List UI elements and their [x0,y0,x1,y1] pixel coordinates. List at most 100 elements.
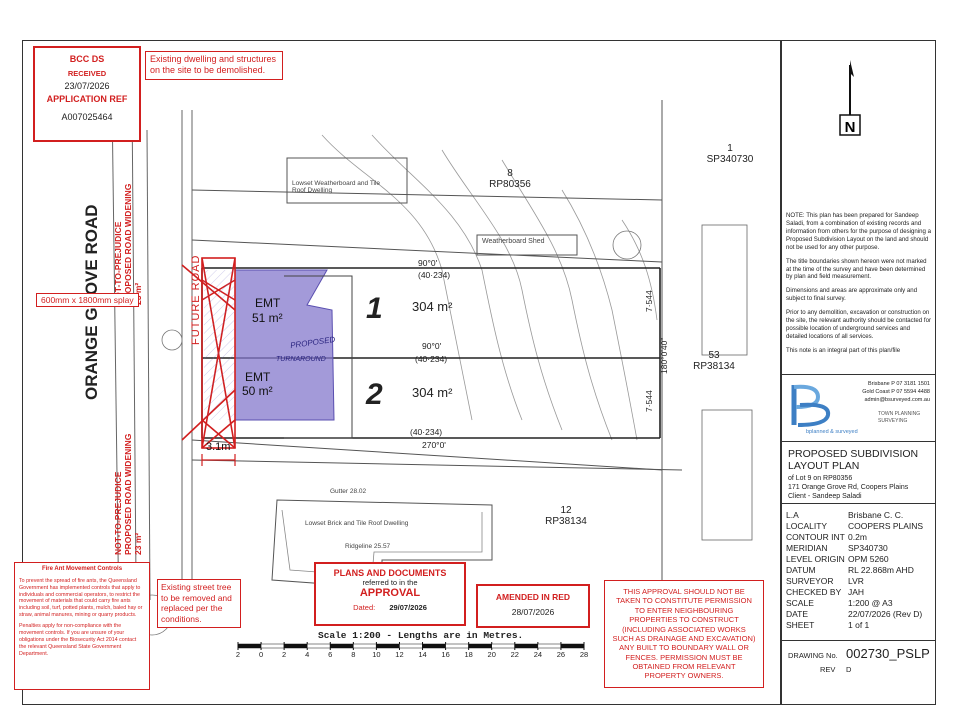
side-bearing: 180°0'40" [659,337,669,374]
note-p1: NOTE: This plan has been prepared for Sa… [786,212,931,251]
scale-tick-label: 14 [418,650,427,659]
scale-tick-label: 2 [235,650,241,659]
lot2-area: 304 m² [412,385,453,400]
dim-3-1m [201,454,236,466]
north-letter: N [845,119,856,136]
plan-sub-1: of Lot 9 on RP80356 [788,475,853,482]
note-p3: Dimensions and areas are approximate onl… [786,287,918,303]
scale-segment [306,643,331,649]
side-dist-2: 7·544 [644,390,654,412]
scale-segment [560,643,585,649]
drawing-number-block: DRAWING No. 002730_PSLP REV D [780,640,936,705]
scale-segment [491,643,516,649]
label-house-lot12: Lowset Brick and Tile Roof Dwelling [305,520,409,527]
title-block: PROPOSED SUBDIVISION LAYOUT PLAN of Lot … [780,442,936,504]
scale-tick-label: 28 [579,650,589,659]
fire-ant-p1: To prevent the spread of fire ants, the … [19,577,143,619]
label-ridgeline: Ridgeline 25.57 [345,543,391,550]
company-goldcoast: Gold Coast P 07 5594 4488 [862,388,930,395]
sheet-divider [780,40,782,705]
dist-top: (40·234) [418,270,451,280]
future-road-strip [204,270,234,420]
sheet-border [22,40,936,705]
company-email[interactable]: admin@bsurveyed.com.au [864,396,930,403]
drawing-no: 002730_PSLP [846,646,930,661]
bearing-mid: 90°0' [422,341,442,351]
plan-title-2: LAYOUT PLAN [788,460,860,473]
scale-tick-label: 6 [328,650,333,659]
emt2-label: EMT [245,370,271,384]
dist-bottom: (40·234) [410,427,443,437]
scale-tick-label: 22 [510,650,519,659]
side-dist-1: 7·544 [644,290,654,312]
emt2-area: 50 m² [242,384,273,398]
road-widening-note-top: NOT-TO-PREJUDICE PROPOSED ROAD WIDENING … [113,183,144,305]
scale-tick-label: 4 [305,650,310,659]
scale-segment [537,643,562,649]
scale-segment [237,643,262,649]
amended-date: 28/07/2026 [511,607,555,617]
plans-docs-title: PLANS AND DOCUMENTS [333,568,447,578]
plans-docs-approval: APPROVAL [359,587,421,599]
stamp-line3: APPLICATION REF [46,94,128,104]
dated-value: 29/07/2026 [389,603,427,612]
label-gutter: Gutter 28.02 [330,488,367,495]
scale-segment [399,643,423,649]
label-house-lot8: Lowset Weatherboard and Tile Roof Dwelli… [292,180,381,194]
house-lot8 [286,157,408,204]
width-3-1m: 3.1m [206,441,231,453]
rev-label: REV [820,665,836,674]
company-block: Brisbane P 07 3181 1501 Gold Coast P 07 … [780,374,936,442]
scale-tick-label: 10 [372,650,381,659]
scale-segment [260,643,285,649]
amended-stamp: AMENDED IN RED 28/07/2026 [476,584,590,628]
scale-tick-label: 26 [556,650,566,659]
house-lot12 [271,499,493,589]
notes-panel: NOTE: This plan has been prepared for Sa… [786,212,932,355]
house-lot53 [701,409,753,541]
street-tree-note: Existing street tree to be removed and r… [157,579,241,628]
company-service1: TOWN PLANNING [878,411,921,417]
note-p5: This note is an integral part of this pl… [786,346,901,354]
house-lot53b [701,224,748,356]
scale-tick-label: 20 [487,650,496,659]
lot1-area: 304 m² [412,299,453,314]
note-p4: Prior to any demolition, excavation or c… [786,309,931,340]
emt1-area: 51 m² [252,311,283,325]
company-logo-icon [791,384,831,427]
company-brisbane: Brisbane P 07 3181 1501 [868,381,930,387]
scale-tick-label: 24 [533,650,543,659]
shed-lot8 [476,234,578,256]
bearing-top: 90°0' [418,258,438,268]
scale-segment [330,643,354,649]
scale-tick-label: 0 [258,650,264,659]
scale-segment [422,643,446,649]
note-p2: The title boundaries shown hereon were n… [786,257,927,281]
stamp-line1: BCC DS [69,54,105,64]
dated-label: Dated: [353,603,376,612]
plan-title-1: PROPOSED SUBDIVISION [788,448,919,460]
bcc-received-stamp: BCC DS RECEIVED 23/07/2026 APPLICATION R… [33,46,141,142]
rev-value: D [846,665,852,674]
dist-mid: (40·234) [415,354,448,364]
scale-segment [283,643,308,649]
scale-tick-label: 16 [441,650,450,659]
approval-disclaimer: THIS APPROVAL SHOULD NOT BE TAKEN TO CON… [604,580,764,688]
fire-ant-p2: Penalties apply for non-compliance with … [19,623,137,657]
scale-segment [353,643,377,649]
plans-docs-sub: referred to in the [362,578,418,587]
road-widening-note-bottom: NOT-TO-PREJUDICE PROPOSED ROAD WIDENING … [113,433,144,555]
plan-sub-2: 171 Orange Grove Rd, Coopers Plains [788,483,909,491]
stamp-line2: RECEIVED [67,69,107,78]
scale-segment [445,643,469,649]
bearing-bottom: 270°0' [422,440,446,450]
scale-segment [514,643,539,649]
drawing-no-label: DRAWING No. [788,651,838,660]
demolish-note: Existing dwelling and structures on the … [145,51,283,80]
amended-title: AMENDED IN RED [495,592,571,602]
